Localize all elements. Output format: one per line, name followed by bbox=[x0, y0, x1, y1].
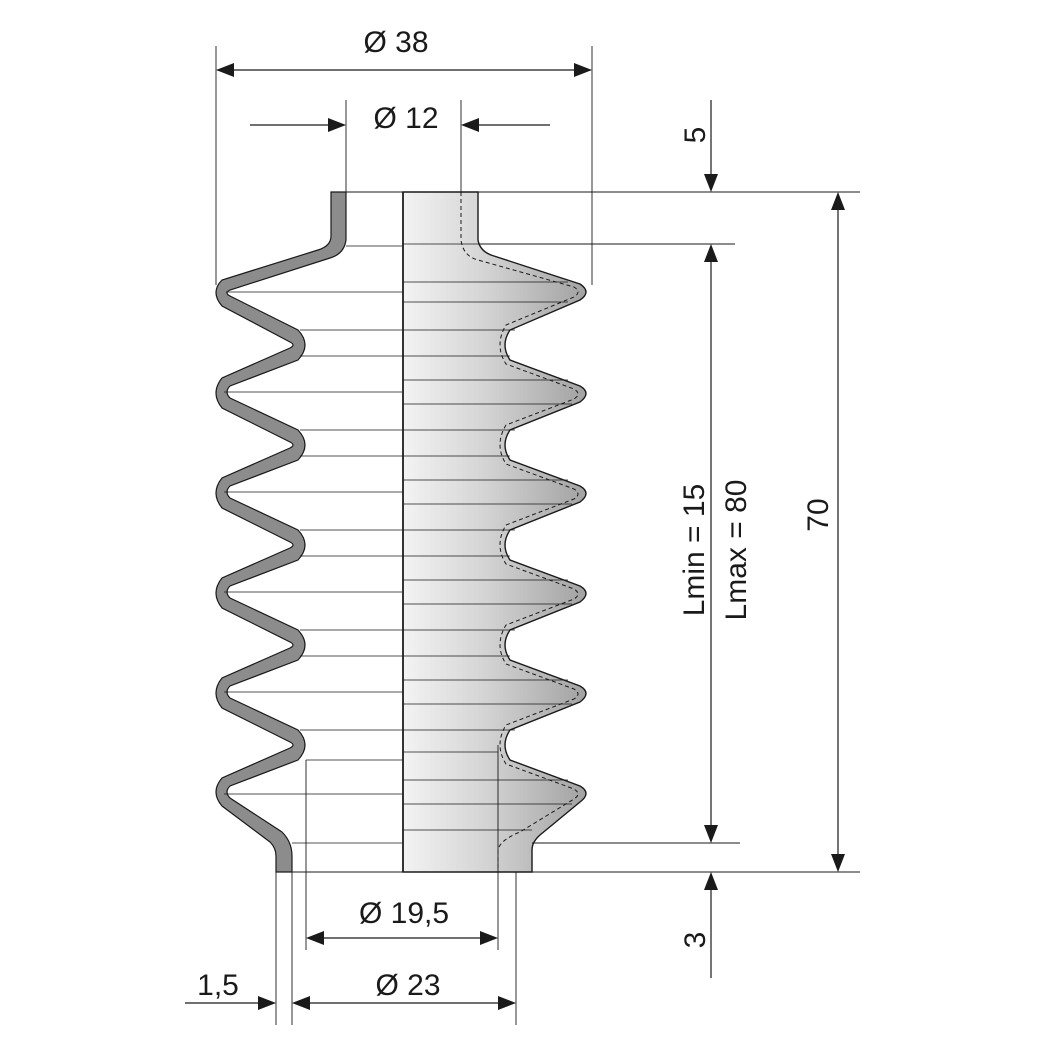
arrow-left-38 bbox=[216, 63, 234, 77]
label-outer-diameter: Ø 38 bbox=[363, 26, 428, 59]
section-lines-left bbox=[224, 245, 403, 844]
label-top-collar-height: 5 bbox=[679, 127, 712, 144]
bellows-wall-left bbox=[215, 191, 347, 873]
arrow-left-19-5 bbox=[306, 931, 324, 945]
arrow-3 bbox=[704, 872, 718, 890]
arrow-right-23 bbox=[498, 996, 516, 1010]
label-total-height: 70 bbox=[802, 498, 835, 531]
label-wall-thickness: 1,5 bbox=[197, 969, 239, 1002]
arrow-right-38 bbox=[574, 63, 592, 77]
label-inner-bottom-diameter: Ø 19,5 bbox=[359, 897, 449, 930]
arrow-left-23 bbox=[292, 996, 310, 1010]
inner-profile-dashed bbox=[460, 192, 579, 872]
label-bottom-outer-diameter: Ø 23 bbox=[375, 969, 440, 1002]
arrow-70-top bbox=[831, 192, 845, 210]
arrow-right-19-5 bbox=[480, 931, 498, 945]
arrow-left-12 bbox=[328, 118, 346, 132]
arrow-wall bbox=[258, 996, 276, 1010]
label-length-max: Lmax = 80 bbox=[720, 480, 753, 621]
bellows-solid-half bbox=[402, 191, 587, 873]
label-bottom-collar-height: 3 bbox=[679, 932, 712, 949]
arrow-length-bottom bbox=[704, 825, 718, 843]
arrow-length-top bbox=[704, 244, 718, 262]
label-inner-top-diameter: Ø 12 bbox=[373, 102, 438, 135]
arrow-5 bbox=[704, 174, 718, 192]
arrow-70-bottom bbox=[831, 854, 845, 872]
section-lines-right bbox=[403, 243, 572, 831]
arrow-right-12 bbox=[461, 118, 479, 132]
label-length-min: Lmin = 15 bbox=[678, 484, 711, 617]
